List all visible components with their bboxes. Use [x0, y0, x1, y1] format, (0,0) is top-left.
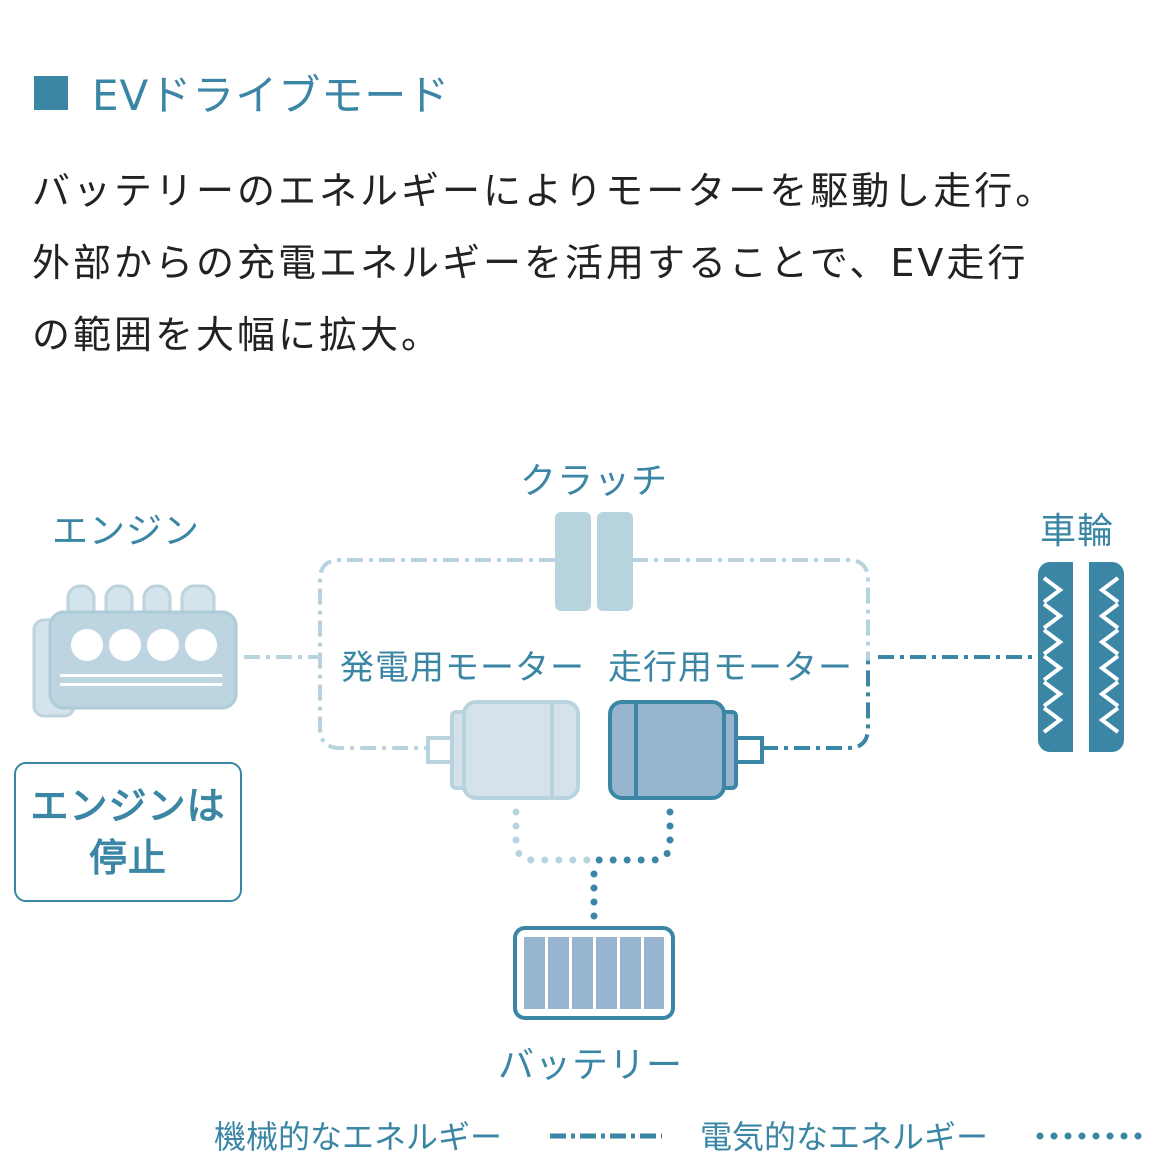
engine-status-text: エンジンは 停止 [30, 784, 226, 880]
battery-icon [513, 926, 675, 1020]
legend-mechanical-label: 機械的なエネルギー [214, 1118, 503, 1156]
engine-label: エンジン [52, 511, 201, 552]
section-title: EVドライブモード [92, 71, 451, 120]
section-marker [34, 76, 68, 110]
generator-motor-label: 発電用モーター [340, 648, 585, 688]
generator-motor-icon [426, 700, 580, 800]
description-line-3: の範囲を大幅に拡大。 [32, 313, 443, 357]
clutch-to-drive-line [632, 558, 870, 660]
drive-motor-icon [608, 700, 764, 800]
active-mechanical-lines [762, 655, 1034, 750]
clutch-to-generator-line [318, 558, 555, 750]
active-electrical-lines [590, 808, 674, 924]
description-line-2: 外部からの充電エネルギーを活用することで、EV走行 [32, 241, 1029, 285]
wheel-icon [1038, 562, 1124, 752]
engine-status-box: エンジンは 停止 [14, 762, 242, 902]
inactive-electrical-line [512, 808, 598, 864]
drive-motor-label: 走行用モーター [608, 648, 853, 688]
description-line-1: バッテリーのエネルギーによりモーターを駆動し走行。 [32, 169, 1057, 213]
wheel-label: 車輪 [1040, 511, 1115, 552]
clutch-label: クラッチ [520, 461, 669, 502]
drive-motor-to-wheel-line [762, 660, 870, 750]
inactive-mechanical-lines [244, 558, 870, 750]
legend-electrical-label: 電気的なエネルギー [700, 1118, 989, 1156]
battery-label: バッテリー [498, 1045, 684, 1086]
clutch-icon [555, 512, 633, 611]
engine-icon [32, 584, 238, 718]
